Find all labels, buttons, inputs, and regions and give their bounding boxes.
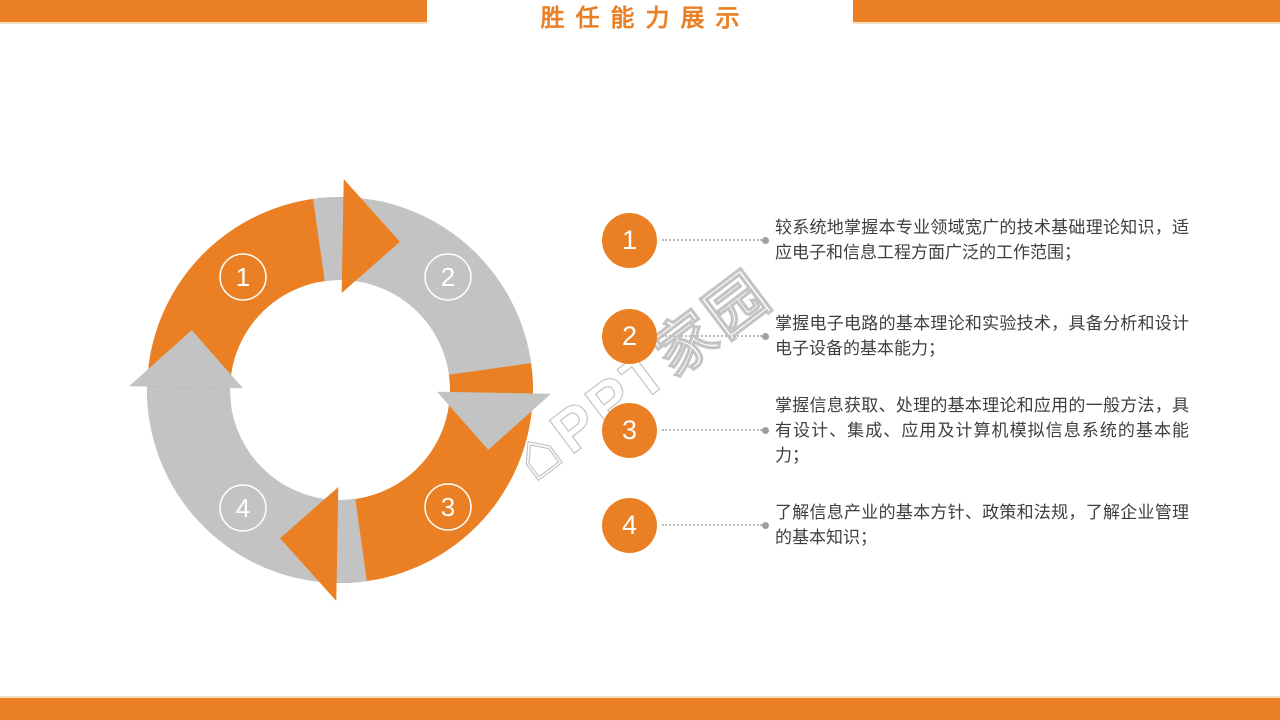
item-2-connector-dot	[762, 333, 769, 340]
cycle-node-1-ring	[219, 253, 267, 301]
item-2-text: 掌握电子电路的基本理论和实验技术，具备分析和设计电子设备的基本能力；	[775, 314, 1189, 358]
cycle-node-1: 1	[219, 253, 267, 301]
item-2-number-badge: 2	[602, 308, 657, 364]
cycle-node-1-number: 1	[236, 262, 250, 292]
item-4-connector-dot	[762, 522, 769, 529]
item-4-connector-line	[662, 522, 769, 529]
list-item-3: 3 掌握信息获取、处理的基本理论和应用的一般方法，具有设计、集成、应用及计算机模…	[602, 396, 1202, 465]
cycle-arrowhead-4	[129, 330, 243, 389]
cycle-node-4-number: 4	[236, 493, 250, 523]
cycle-node-2: 2	[424, 253, 472, 301]
cycle-node-3: 3	[424, 483, 472, 531]
cycle-node-4-ring	[219, 484, 267, 532]
item-4-text: 了解信息产业的基本方针、政策和法规，了解企业管理的基本知识；	[775, 503, 1189, 547]
cycle-arrowhead-3	[280, 487, 339, 601]
cycle-node-2-ring	[424, 253, 472, 301]
item-1-connector-line	[662, 237, 769, 244]
page-title: 胜任能力展示	[540, 5, 751, 32]
list-item-4: 4 了解信息产业的基本方针、政策和法规，了解企业管理的基本知识；	[602, 497, 1202, 553]
cycle-arrowhead-2	[437, 391, 551, 450]
list-item-2: 2 掌握电子电路的基本理论和实验技术，具备分析和设计电子设备的基本能力；	[602, 308, 1202, 364]
item-4-number-badge: 4	[602, 497, 657, 553]
item-3-connector-line	[662, 427, 769, 434]
cycle-node-3-ring	[424, 483, 472, 531]
cycle-diagram: 1 2 3 4	[100, 150, 580, 630]
list-item-1: 1 较系统地掌握本专业领域宽广的技术基础理论知识，适应电子和信息工程方面广泛的工…	[602, 212, 1202, 268]
item-3-text: 掌握信息获取、处理的基本理论和应用的一般方法，具有设计、集成、应用及计算机模拟信…	[775, 395, 1189, 465]
item-3-number-badge: 3	[602, 402, 657, 458]
item-1-number-badge: 1	[602, 212, 657, 268]
item-3-connector-dot	[762, 427, 769, 434]
cycle-node-4: 4	[219, 484, 267, 532]
item-2-connector-line	[662, 333, 769, 340]
top-left-accent-bar	[0, 0, 427, 24]
cycle-node-3-number: 3	[441, 492, 455, 522]
item-1-connector-dot	[762, 237, 769, 244]
cycle-node-2-number: 2	[441, 262, 455, 292]
cycle-diagram-svg: 1 2 3 4	[129, 179, 551, 601]
top-right-accent-bar	[853, 0, 1280, 24]
cycle-arrowhead-1	[341, 179, 400, 293]
item-1-text: 较系统地掌握本专业领域宽广的技术基础理论知识，适应电子和信息工程方面广泛的工作范…	[775, 218, 1189, 262]
bottom-accent-bar	[0, 696, 1280, 720]
